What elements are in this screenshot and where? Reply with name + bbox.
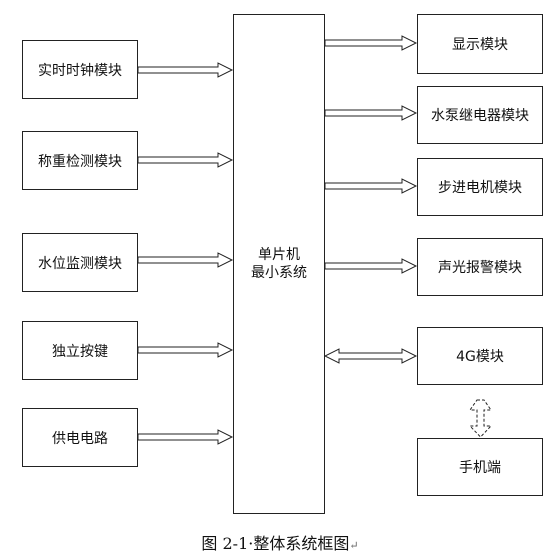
input-module-label: 独立按键 xyxy=(52,343,108,360)
output-module-label: 声光报警模块 xyxy=(438,260,522,276)
arrow-mcu-to-stepper xyxy=(324,178,418,194)
arrow-mcu-4g-bidirectional xyxy=(323,348,418,364)
input-module-label: 实时时钟模块 xyxy=(38,62,122,79)
input-module-water-level: 水位监测模块 xyxy=(22,233,138,292)
output-module-display: 显示模块 xyxy=(417,14,543,74)
input-module-rtc: 实时时钟模块 xyxy=(22,40,138,99)
input-module-power: 供电电路 xyxy=(22,408,138,467)
mcu-label-line2: 最小系统 xyxy=(251,265,307,281)
input-module-keys: 独立按键 xyxy=(22,321,138,380)
output-module-label: 4G模块 xyxy=(456,349,504,365)
arrow-weight-to-mcu xyxy=(137,152,234,168)
caption-text: 图 2-1·整体系统框图 xyxy=(201,534,350,553)
mcu-label-line1: 单片机 xyxy=(258,247,300,263)
output-module-4g: 4G模块 xyxy=(417,327,543,385)
output-module-label: 步进电机模块 xyxy=(438,180,522,196)
output-module-pump-relay: 水泵继电器模块 xyxy=(417,86,543,144)
arrow-4g-phone-bidirectional xyxy=(468,399,493,438)
arrow-water-to-mcu xyxy=(137,252,234,268)
output-module-stepper: 步进电机模块 xyxy=(417,158,543,216)
phone-module: 手机端 xyxy=(417,438,543,496)
arrow-keys-to-mcu xyxy=(137,342,234,358)
mcu-block: 单片机 最小系统 xyxy=(233,14,325,514)
arrow-mcu-to-pump xyxy=(324,105,418,121)
output-module-label: 显示模块 xyxy=(452,37,508,53)
arrow-rtc-to-mcu xyxy=(137,62,234,78)
arrow-power-to-mcu xyxy=(137,429,234,445)
input-module-label: 供电电路 xyxy=(52,430,108,447)
paragraph-mark: ↵ xyxy=(349,539,359,552)
figure-caption: 图 2-1·整体系统框图↵ xyxy=(0,530,560,554)
arrow-mcu-to-display xyxy=(324,35,418,51)
arrow-mcu-to-alarm xyxy=(324,258,418,274)
input-module-label: 称重检测模块 xyxy=(38,153,122,170)
input-module-weight: 称重检测模块 xyxy=(22,131,138,190)
output-module-label: 水泵继电器模块 xyxy=(431,108,529,124)
input-module-label: 水位监测模块 xyxy=(38,255,122,272)
phone-label: 手机端 xyxy=(459,460,501,476)
output-module-alarm: 声光报警模块 xyxy=(417,238,543,296)
